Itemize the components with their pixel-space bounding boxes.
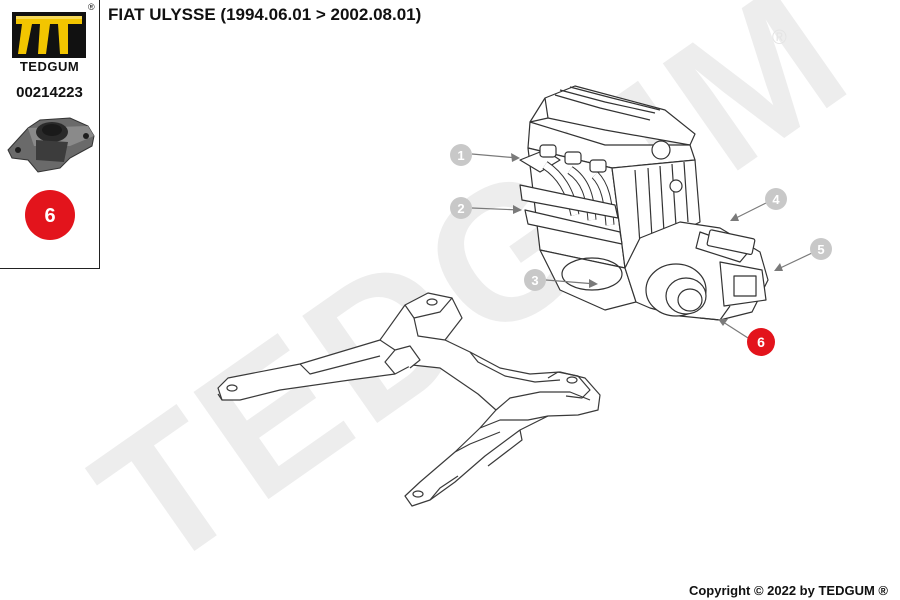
- position-badge: 6: [25, 190, 75, 240]
- callout-6-label: 6: [757, 334, 765, 350]
- callout-6-highlighted[interactable]: 6: [747, 328, 775, 356]
- callout-1-label: 1: [457, 148, 464, 163]
- brand-name: TEDGUM: [19, 59, 80, 74]
- tedgum-logo-icon: [12, 12, 86, 58]
- callout-2[interactable]: 2: [450, 197, 472, 219]
- callout-4[interactable]: 4: [765, 188, 787, 210]
- svg-text:®: ®: [772, 27, 787, 49]
- leader-arrowheads: [511, 153, 783, 326]
- subframe: [217, 292, 601, 507]
- page-title: FIAT ULYSSE (1994.06.01 > 2002.08.01): [108, 5, 422, 24]
- callout-5-label: 5: [817, 242, 824, 257]
- leader-lines: [471, 153, 813, 339]
- product-thumbnail[interactable]: [7, 117, 95, 173]
- copyright-notice: Copyright © 2022 by TEDGUM ®: [688, 583, 888, 598]
- callout-3[interactable]: 3: [524, 269, 546, 291]
- callout-2-label: 2: [457, 201, 464, 216]
- registered-mark: ®: [88, 2, 95, 12]
- callout-3-label: 3: [531, 273, 538, 288]
- position-badge-label: 6: [44, 205, 55, 227]
- engine-assembly: [519, 85, 769, 321]
- callout-5[interactable]: 5: [810, 238, 832, 260]
- callout-4-label: 4: [772, 192, 780, 207]
- callout-1[interactable]: 1: [450, 144, 472, 166]
- part-number[interactable]: 00214223: [16, 84, 83, 101]
